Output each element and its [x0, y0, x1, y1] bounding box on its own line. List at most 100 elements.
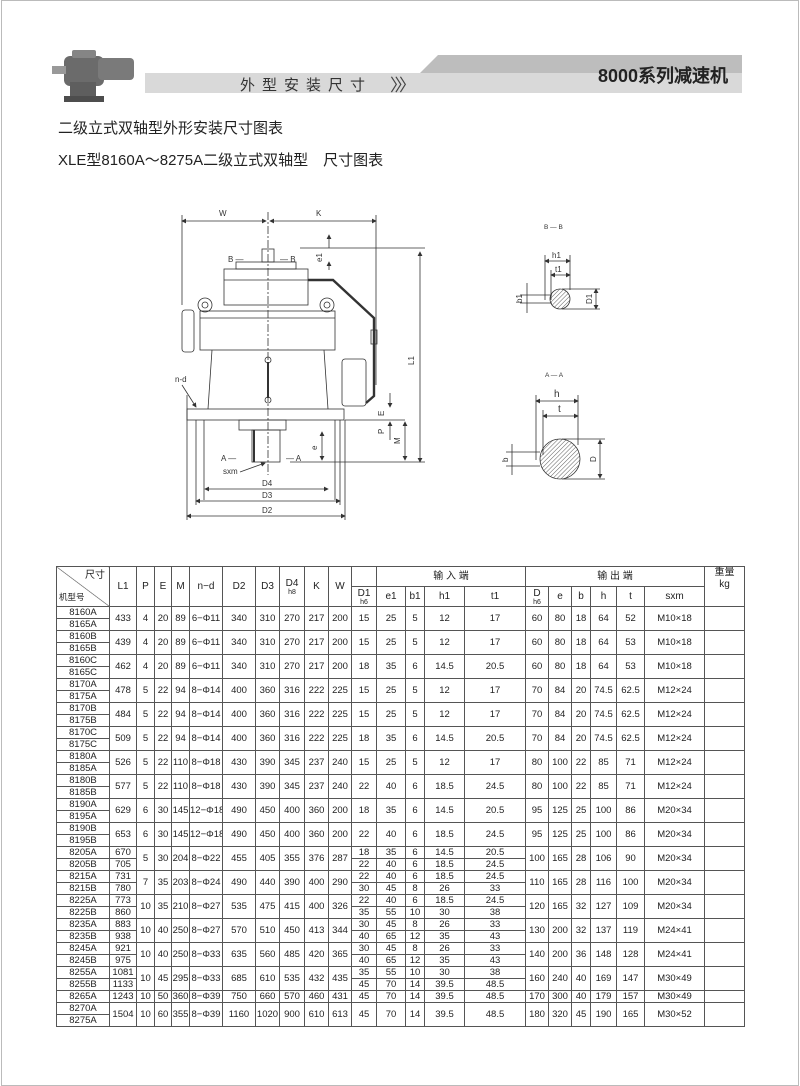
section-title-a-a: A — A [545, 372, 564, 379]
cell-W: 613 [328, 1002, 352, 1027]
cell-input-e1: 35 [376, 726, 406, 751]
cell-E: 22 [154, 774, 172, 799]
cell-input-t1: 43 [464, 930, 526, 943]
section-mark-a-right: — A [286, 454, 302, 463]
cell-L1: 670 [109, 846, 137, 859]
cell-input-h1: 14.5 [424, 798, 465, 823]
cell-D2: 490 [222, 798, 256, 823]
cell-D4: 345 [279, 750, 305, 775]
model-cell: 8255B [56, 978, 110, 991]
reducer-product-icon [52, 50, 134, 102]
cell-weight [704, 606, 745, 631]
corner-label-model: 机型号 [59, 592, 85, 602]
cell-W: 225 [328, 726, 352, 751]
cell-L1: 577 [109, 774, 137, 799]
cell-input-e1: 70 [376, 1002, 406, 1027]
cell-input-t1: 38 [464, 966, 526, 979]
cell-D2: 400 [222, 726, 256, 751]
output-column-label: D [533, 587, 541, 599]
header-corner-cell: 尺寸机型号 [56, 566, 110, 607]
cell-input-e1: 70 [376, 990, 406, 1003]
cell-D3: 390 [255, 750, 280, 775]
cell-E: 60 [154, 1002, 172, 1027]
cell-output-sxm: M10×18 [644, 630, 705, 655]
cell-output-D: 100 [525, 846, 549, 871]
cell-P: 10 [136, 942, 155, 967]
cell-input-h1: 35 [424, 954, 465, 967]
cell-output-sxm: M20×34 [644, 798, 705, 823]
input-column-header: e1 [376, 586, 406, 607]
cell-D3: 360 [255, 702, 280, 727]
cell-output-h: 179 [590, 990, 617, 1003]
input-column-label: h1 [438, 590, 451, 602]
cell-input-D1: 18 [351, 798, 377, 823]
cell-input-h1: 18.5 [424, 870, 465, 883]
cell-output-D: 80 [525, 750, 549, 775]
column-header-label: K [313, 580, 320, 592]
cell-P: 5 [136, 774, 155, 799]
model-cell: 8165A [56, 618, 110, 631]
output-column-label: sxm [665, 590, 684, 602]
cell-P: 4 [136, 606, 155, 631]
cell-input-t1: 48.5 [464, 1002, 526, 1027]
output-column-header: sxm [644, 586, 705, 607]
cell-input-e1: 45 [376, 918, 406, 931]
cell-output-t: 62.5 [616, 726, 645, 751]
cell-input-h1: 26 [424, 942, 465, 955]
cell-input-b1: 8 [405, 882, 425, 895]
model-cell: 8215A [56, 870, 110, 883]
cell-output-sxm: M10×18 [644, 606, 705, 631]
cell-D4: 316 [279, 678, 305, 703]
cell-input-t1: 33 [464, 942, 526, 955]
output-column-label: b [578, 590, 584, 602]
cell-input-t1: 20.5 [464, 654, 526, 679]
cell-D4: 900 [279, 1002, 305, 1027]
cell-output-b: 25 [571, 798, 591, 823]
model-cell: 8235B [56, 930, 110, 943]
cell-input-b1: 10 [405, 906, 425, 919]
dim-label-t1: t1 [555, 265, 562, 274]
cell-output-b: 32 [571, 918, 591, 943]
cell-output-D: 60 [525, 630, 549, 655]
cell-input-b1: 14 [405, 978, 425, 991]
column-header-tolerance: h8 [288, 588, 296, 596]
model-cell: 8165C [56, 666, 110, 679]
cell-P: 4 [136, 654, 155, 679]
input-column-label: e1 [385, 590, 397, 602]
cell-D4: 535 [279, 966, 305, 991]
cell-D4: 270 [279, 654, 305, 679]
cell-nd: 8−Φ27 [189, 918, 223, 943]
cell-output-b: 40 [571, 990, 591, 1003]
cell-P: 10 [136, 990, 155, 1003]
cell-M: 110 [171, 774, 190, 799]
cell-W: 200 [328, 630, 352, 655]
model-cell: 8245B [56, 954, 110, 967]
cell-input-D1: 45 [351, 1002, 377, 1027]
model-cell: 8190B [56, 822, 110, 835]
cell-input-e1: 25 [376, 630, 406, 655]
cell-D2: 430 [222, 750, 256, 775]
cell-input-D1: 45 [351, 978, 377, 991]
cell-L1: 705 [109, 858, 137, 871]
cell-P: 10 [136, 1002, 155, 1027]
cell-D3: 610 [255, 966, 280, 991]
dim-label-k: K [316, 209, 322, 218]
column-header-tolerance: h6 [360, 598, 368, 606]
model-cell: 8170C [56, 726, 110, 739]
cell-E: 35 [154, 870, 172, 895]
cell-input-b1: 5 [405, 606, 425, 631]
cell-output-e: 165 [548, 894, 572, 919]
cell-input-t1: 17 [464, 750, 526, 775]
cell-output-e: 165 [548, 846, 572, 871]
cell-output-b: 18 [571, 630, 591, 655]
cell-P: 6 [136, 798, 155, 823]
column-header-label: D4 [285, 577, 299, 589]
cell-D3: 450 [255, 822, 280, 847]
cell-input-D1: 30 [351, 882, 377, 895]
cell-input-h1: 18.5 [424, 774, 465, 799]
cell-weight [704, 822, 745, 847]
